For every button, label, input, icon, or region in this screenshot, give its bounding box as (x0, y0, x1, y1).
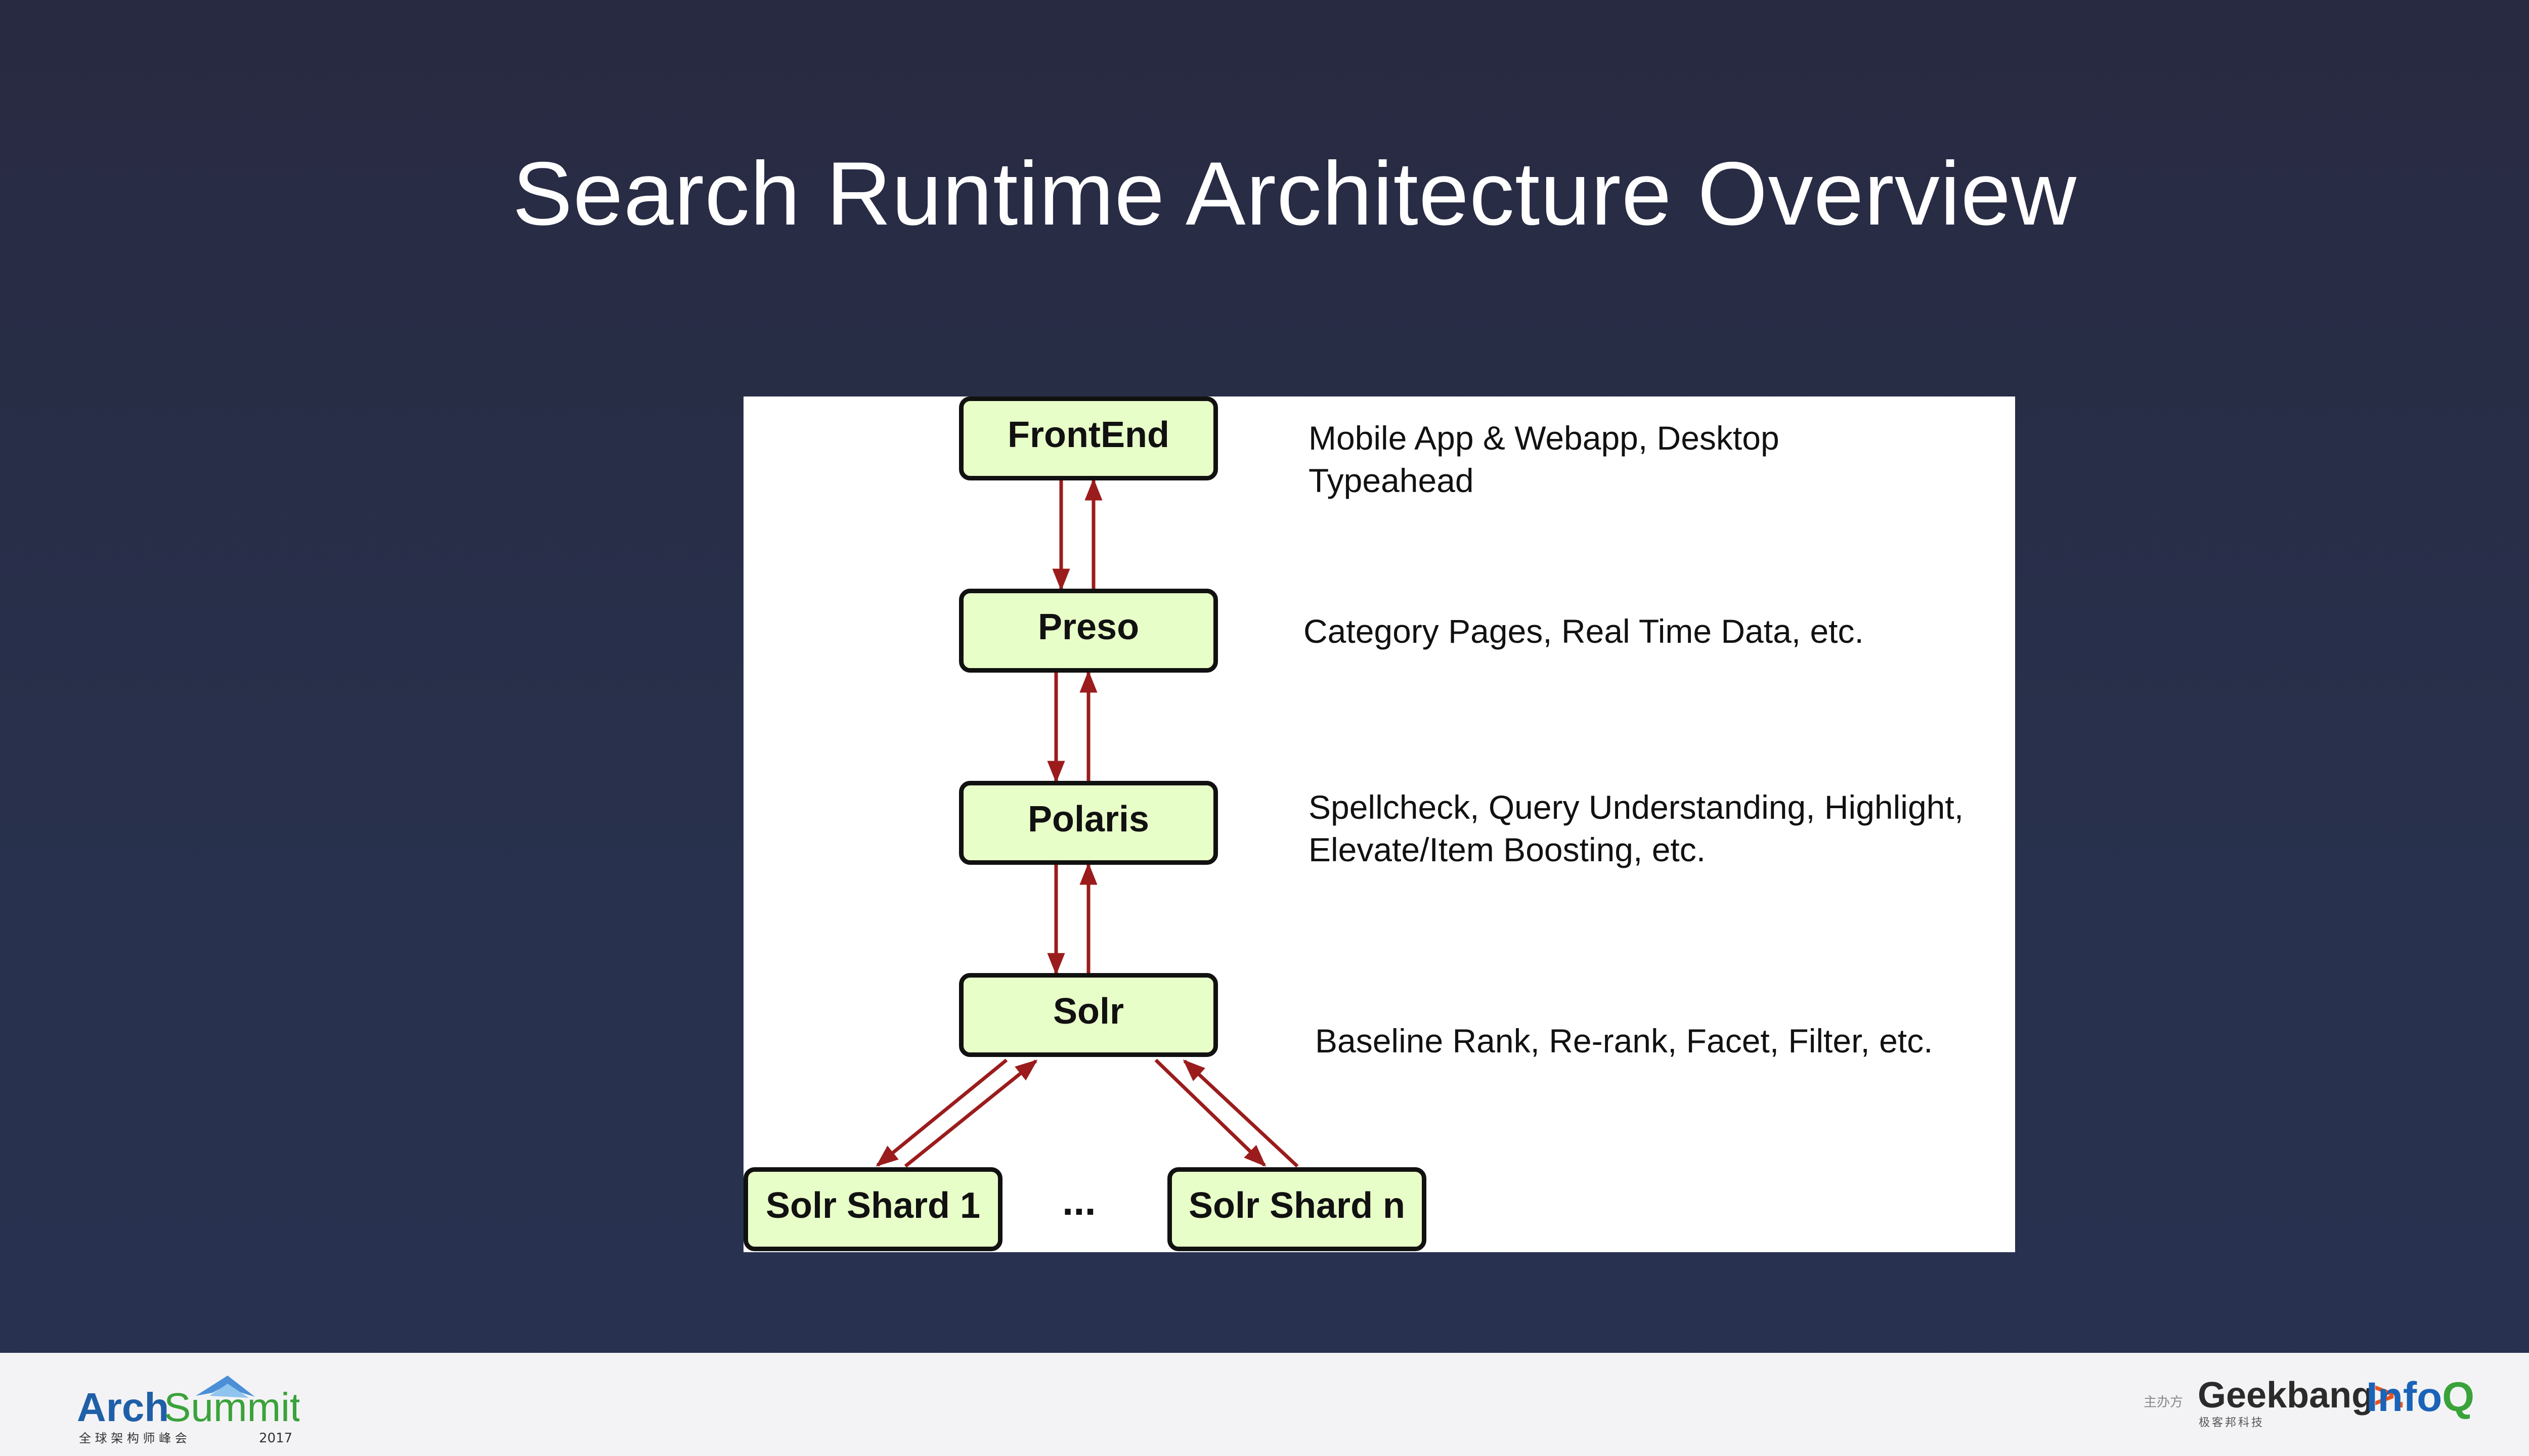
architecture-diagram: FrontEnd Preso Polaris Solr Solr Shard 1… (744, 396, 2015, 1252)
arrow-solr-to-shard-n (1154, 1058, 1267, 1167)
infoq-text-q: Q (2442, 1374, 2475, 1420)
desc-frontend-line-2: Typeahead (1309, 462, 1474, 499)
diagram-arrows (876, 478, 1299, 1168)
archsummit-mountain-icon (196, 1376, 255, 1397)
desc-frontend: Mobile App & Webapp, Desktop Typeahead (1309, 417, 1779, 502)
archsummit-logo: Arch Summit 全 球 架 构 师 峰 会 2017 (77, 1376, 299, 1446)
desc-preso: Category Pages, Real Time Data, etc. (1303, 610, 1864, 652)
archsummit-subtitle: 全 球 架 构 师 峰 会 (79, 1431, 187, 1445)
arrow-shard-n-to-solr (1183, 1059, 1299, 1168)
node-preso: Preso (959, 589, 1218, 673)
infoq-logo: InfoQ (2366, 1374, 2474, 1421)
footer-bar (0, 1353, 2529, 1456)
node-solr-shard-n: Solr Shard n (1167, 1167, 1426, 1251)
node-solr-shard-1: Solr Shard 1 (744, 1167, 1002, 1251)
desc-frontend-line-1: Mobile App & Webapp, Desktop (1309, 419, 1779, 457)
geekbang-logo: Geekbang>. (2198, 1375, 2405, 1416)
desc-solr-line-1: Baseline Rank, Re-rank, Facet, Filter, e… (1315, 1022, 1933, 1060)
geekbang-text-b: bang (2287, 1375, 2374, 1416)
node-solr: Solr (959, 973, 1218, 1057)
shard-ellipsis: ... (1062, 1178, 1096, 1223)
arrow-shard-1-to-solr (904, 1060, 1038, 1168)
slide-title: Search Runtime Architecture Overview (512, 143, 2077, 244)
desc-polaris: Spellcheck, Query Understanding, Highlig… (1309, 786, 1964, 871)
geekbang-text-a: Gee (2198, 1375, 2267, 1416)
geekbang-arrow-icon: >. (2374, 1375, 2406, 1416)
geekbang-subtitle: 极客邦科技 (2199, 1417, 2265, 1429)
organizer-label: 主办方 (2144, 1395, 2184, 1410)
node-frontend: FrontEnd (959, 396, 1218, 480)
node-polaris: Polaris (959, 781, 1218, 865)
desc-preso-line-1: Category Pages, Real Time Data, etc. (1303, 612, 1864, 650)
archsummit-brand-b: Summit (164, 1385, 299, 1430)
desc-polaris-line-2: Elevate/Item Boosting, etc. (1309, 831, 1706, 868)
geekbang-text-k: k (2266, 1375, 2287, 1416)
desc-solr: Baseline Rank, Re-rank, Facet, Filter, e… (1315, 1020, 1933, 1062)
archsummit-year: 2017 (259, 1431, 292, 1446)
infoq-text-a: Info (2366, 1374, 2443, 1420)
archsummit-brand-a: Arch (77, 1385, 169, 1430)
desc-polaris-line-1: Spellcheck, Query Understanding, Highlig… (1309, 788, 1964, 826)
arrow-solr-to-shard-1 (876, 1058, 1008, 1167)
